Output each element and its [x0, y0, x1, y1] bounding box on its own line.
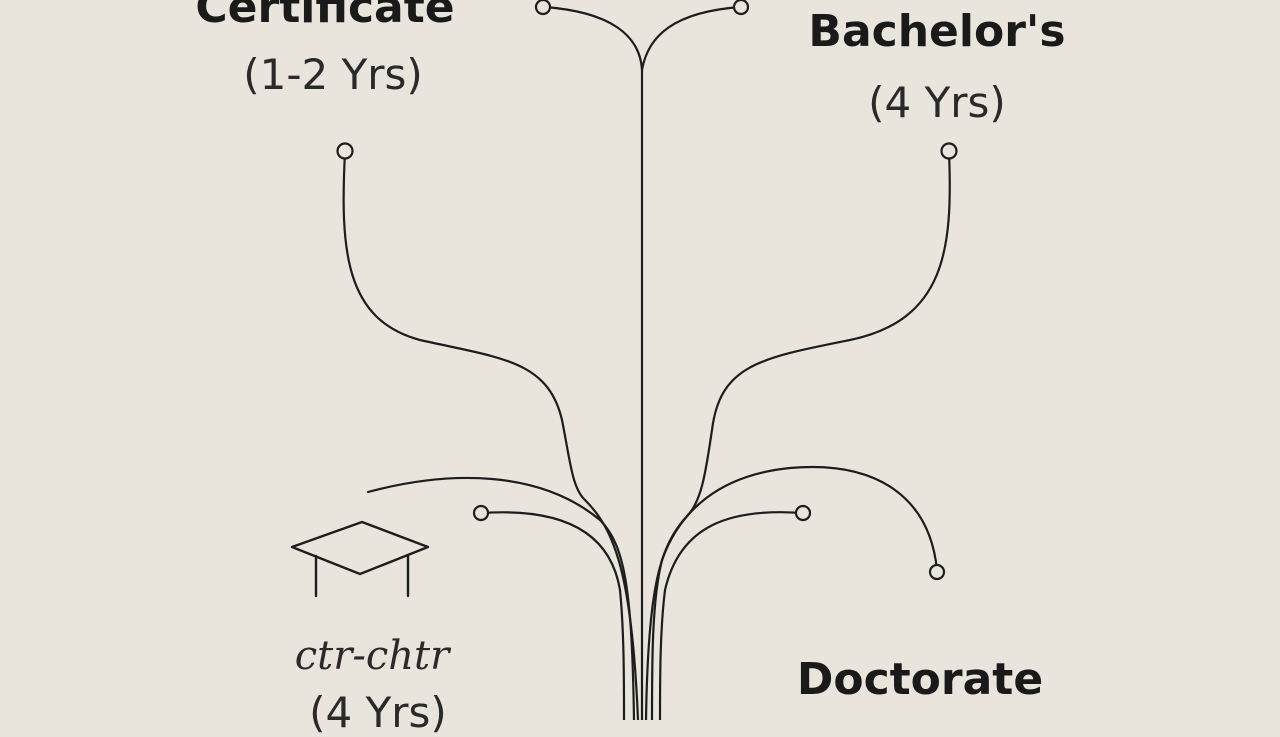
cap-branch [366, 476, 636, 720]
top-right-branch [640, 5, 742, 72]
top-left-branch [543, 5, 644, 72]
node-dot [732, 0, 750, 16]
inner-left-branch [481, 511, 626, 720]
certificate-title: Certificate [195, 0, 455, 33]
certificate-duration: (1-2 Yrs) [243, 50, 423, 99]
bachelors-branch [644, 150, 951, 720]
bachelors-duration: (4 Yrs) [868, 78, 1006, 127]
bachelors-title: Bachelor's [808, 6, 1066, 57]
node-dot [534, 0, 552, 16]
node-dot [472, 504, 490, 522]
node-dot [928, 563, 946, 581]
doctorate-branch [650, 465, 939, 720]
graduation-cap-icon [290, 520, 430, 598]
certificate-branch [342, 150, 640, 720]
node-dot [336, 142, 354, 160]
pathway-diagram [290, 0, 958, 720]
left-node-title: ctr-chtr [294, 633, 450, 679]
doctorate-title: Doctorate [796, 654, 1044, 705]
inner-right-branch [658, 511, 804, 720]
node-dot [940, 142, 958, 160]
left-node-duration: (4 Yrs) [309, 688, 447, 737]
node-dot [794, 504, 812, 522]
